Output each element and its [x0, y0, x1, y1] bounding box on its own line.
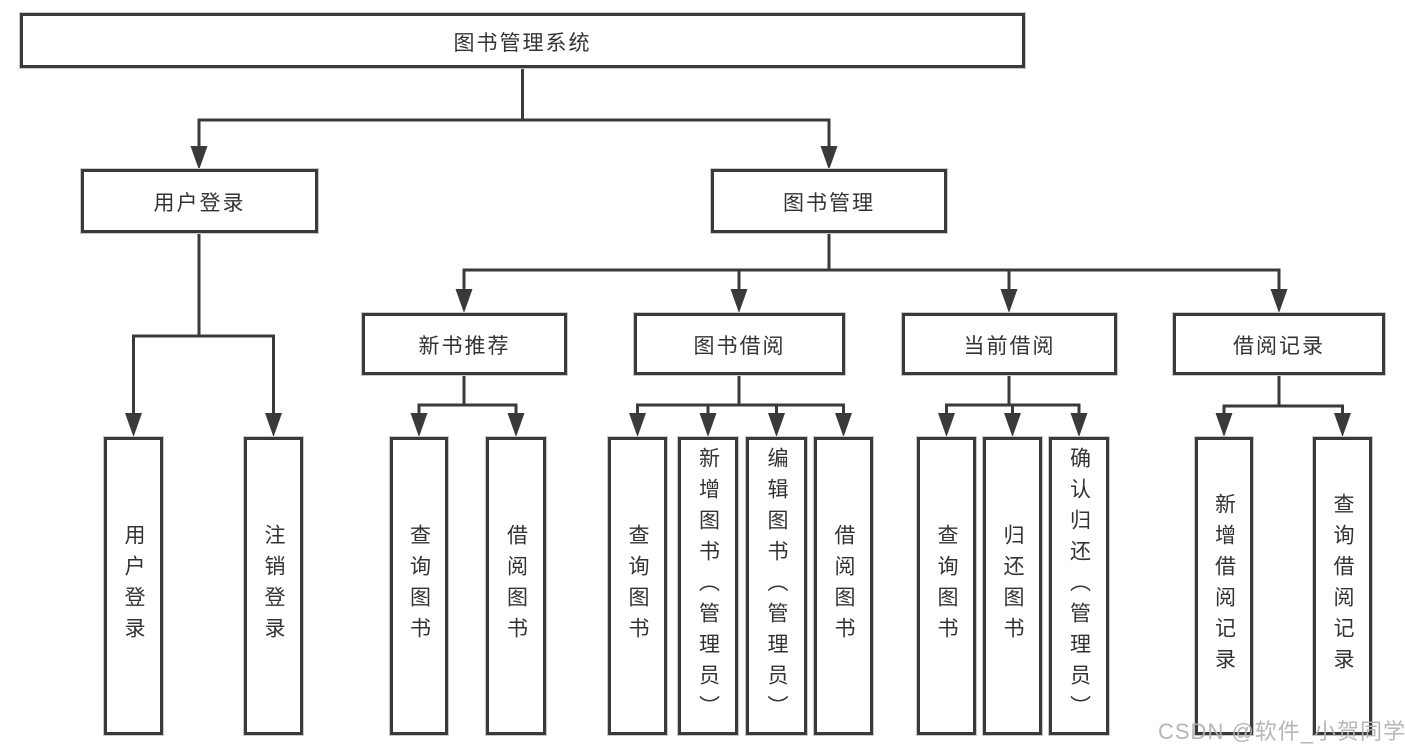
node-label: 确认归还（管理员）	[1067, 446, 1091, 726]
leaf-user-login: 用户登录	[104, 437, 163, 735]
node-label: 新增图书（管理员）	[696, 446, 720, 726]
leaf-query-books-newrec: 查询图书	[390, 437, 448, 735]
node-label: 当前借阅	[963, 335, 1056, 358]
node-label: 归还图书	[1001, 524, 1024, 648]
leaf-query-books-borrowing: 查询图书	[608, 437, 667, 735]
leaf-confirm-return-admin: 确认归还（管理员）	[1049, 437, 1109, 735]
leaf-add-borrow-record: 新增借阅记录	[1195, 437, 1253, 735]
node-label: 借阅图书	[504, 524, 528, 648]
leaf-query-books-current: 查询图书	[917, 437, 976, 735]
node-book-borrowing: 图书借阅	[634, 313, 845, 375]
leaf-borrow-books-borrowing: 借阅图书	[814, 437, 873, 735]
leaf-return-books: 归还图书	[983, 437, 1042, 735]
leaf-edit-book-admin: 编辑图书（管理员）	[746, 437, 807, 735]
node-current-borrowing: 当前借阅	[902, 313, 1117, 375]
node-label: 查询图书	[407, 524, 431, 648]
node-library-management-system: 图书管理系统	[20, 13, 1025, 68]
leaf-query-borrow-record: 查询借阅记录	[1313, 437, 1372, 735]
node-label: 借阅图书	[832, 524, 855, 648]
node-label: 借阅记录	[1233, 335, 1325, 358]
node-label: 查询借阅记录	[1331, 493, 1354, 679]
node-label: 查询图书	[626, 524, 649, 648]
node-book-management: 图书管理	[711, 169, 947, 233]
node-label: 新书推荐	[418, 335, 511, 358]
node-label: 新增借阅记录	[1212, 493, 1236, 679]
node-borrowing-records: 借阅记录	[1173, 313, 1385, 375]
node-label: 注销登录	[262, 524, 285, 648]
node-new-book-recommendation: 新书推荐	[362, 313, 567, 375]
node-label: 图书管理系统	[453, 31, 592, 55]
leaf-logout-login: 注销登录	[244, 437, 303, 735]
node-label: 用户登录	[153, 192, 246, 215]
node-user-login: 用户登录	[81, 169, 318, 233]
node-label: 查询图书	[935, 524, 958, 648]
leaf-borrow-books-newrec: 借阅图书	[486, 437, 546, 735]
node-label: 图书借阅	[693, 335, 786, 358]
csdn-watermark: CSDN @软件_小贺同学	[1158, 719, 1405, 744]
node-label: 图书管理	[783, 192, 875, 215]
node-label: 用户登录	[122, 524, 145, 648]
node-label: 编辑图书（管理员）	[765, 446, 788, 726]
leaf-add-book-admin: 新增图书（管理员）	[678, 437, 738, 735]
